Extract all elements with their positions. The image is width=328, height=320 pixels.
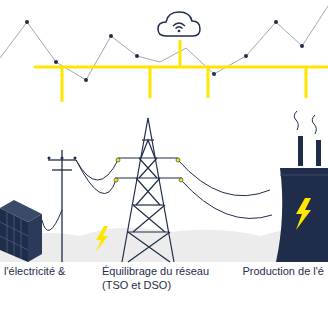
battery-label: l'électricité &: [4, 264, 65, 278]
pylon-insulators: [114, 158, 183, 182]
trend-line: [0, 6, 328, 80]
production-label: Production de l'é: [242, 264, 324, 278]
cloud-icon: [158, 12, 200, 36]
power-plant: [276, 111, 328, 262]
battery: [0, 200, 42, 262]
grid-balancing-label: Équilibrage du réseau (TSO et DSO): [102, 264, 224, 292]
transmission-pylon: [115, 118, 182, 262]
data-bus: [34, 40, 328, 102]
lightning-symbol: [96, 226, 108, 252]
utility-pole: [48, 150, 76, 262]
insulators: [48, 157, 77, 160]
